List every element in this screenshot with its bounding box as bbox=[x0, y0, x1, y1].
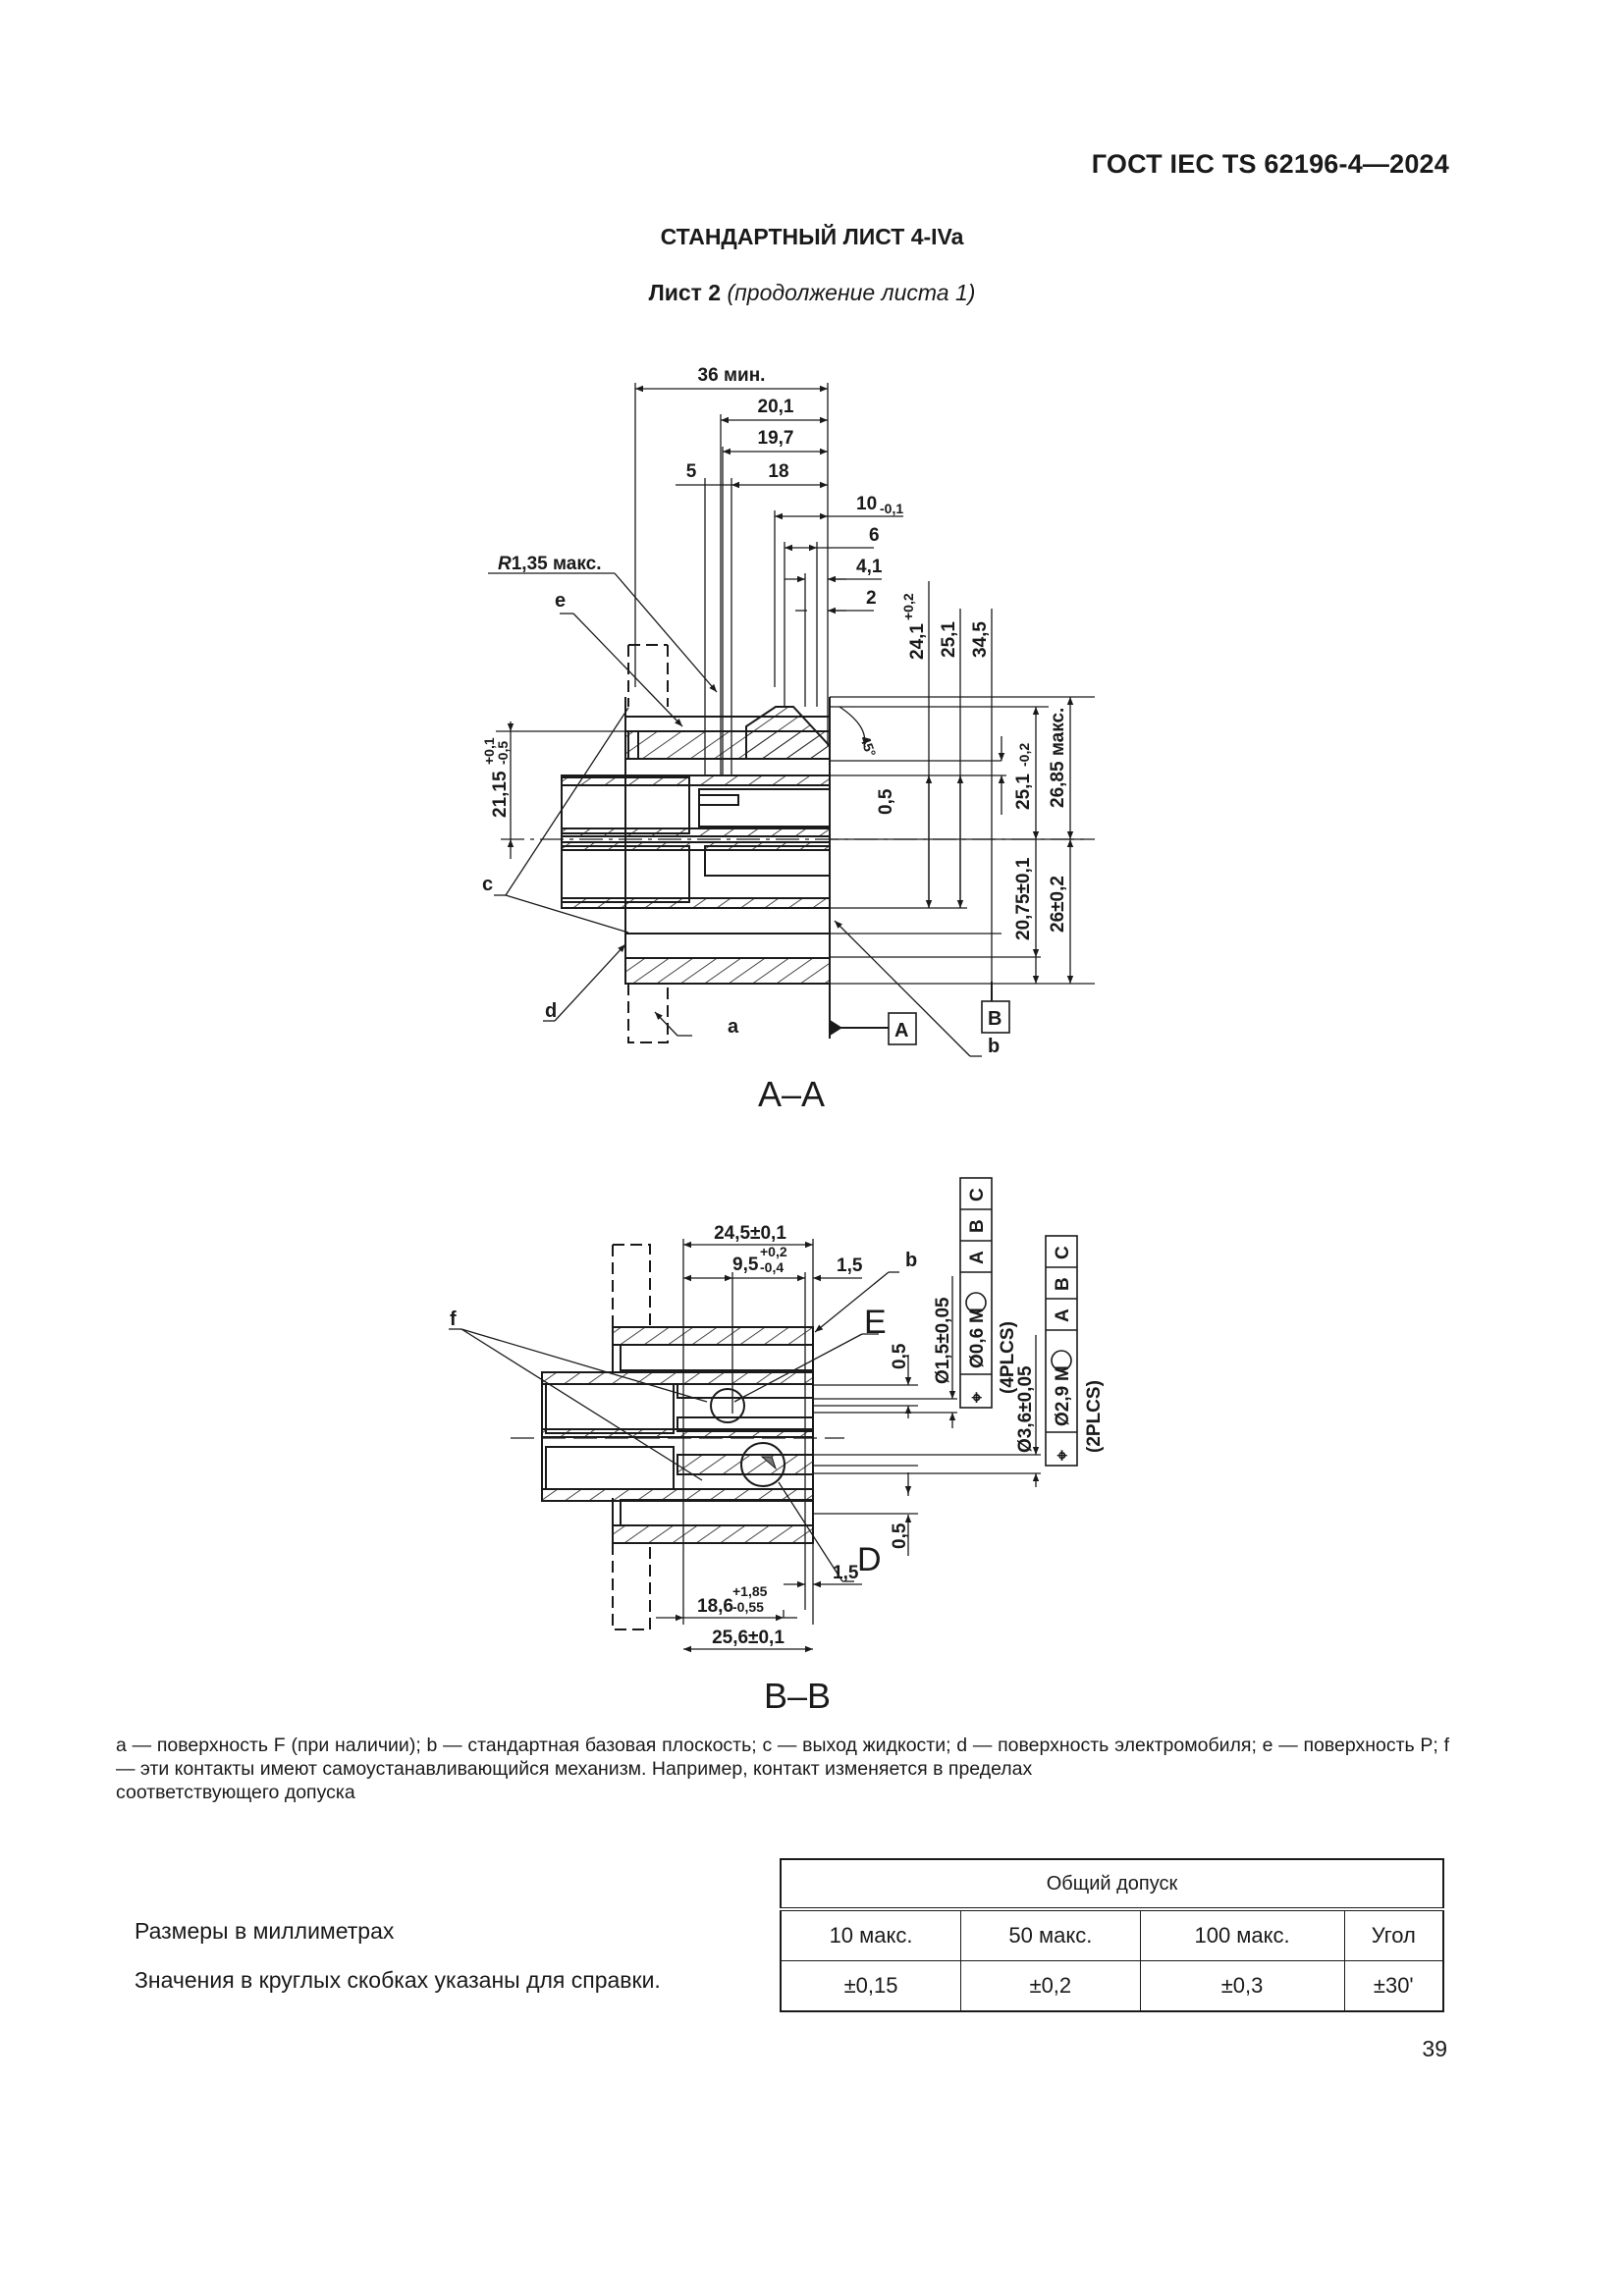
dim-radius-prefix: R bbox=[498, 554, 512, 574]
fcf1-position-icon: ⌖ bbox=[967, 1392, 988, 1404]
dim-24-1: 24,1 bbox=[907, 623, 928, 660]
detail-e: E bbox=[864, 1304, 887, 1341]
callout-f: f bbox=[450, 1308, 457, 1330]
dim-1-5-bot: 1,5 bbox=[833, 1563, 859, 1583]
fcf-position-1: ⌖ Ø0,6M A B C bbox=[965, 1188, 988, 1404]
fcf-position-2: ⌖ Ø2,9M A B C bbox=[1051, 1246, 1073, 1462]
sheet-subtitle-italic: (продолжение листа 1) bbox=[727, 280, 976, 305]
plcs-4: (4PLCS) bbox=[998, 1321, 1018, 1394]
dim-20-1: 20,1 bbox=[758, 397, 794, 417]
dim-5: 5 bbox=[686, 461, 697, 482]
fcf2-datum-a: A bbox=[1053, 1308, 1073, 1322]
tolerance-header: 10 макс. bbox=[780, 1908, 962, 1961]
sheet-subtitle: Лист 2 (продолжение листа 1) bbox=[0, 280, 1624, 306]
dim-dia-3-6: Ø3,6±0,05 bbox=[1015, 1365, 1036, 1453]
dim-radius: R1,35 макс. bbox=[498, 554, 601, 574]
dim-19-7: 19,7 bbox=[758, 428, 794, 449]
dim-25-1: 25,1 bbox=[939, 621, 959, 658]
dim-4-1: 4,1 bbox=[856, 557, 883, 577]
section-aa-drawing bbox=[488, 383, 1095, 1057]
callout-b-bb: b bbox=[905, 1250, 917, 1271]
general-tolerance-table: Общий допуск 10 макс. 50 макс. 100 макс.… bbox=[780, 1858, 1444, 2012]
sheet-subtitle-bold: Лист 2 bbox=[648, 280, 722, 305]
dim-0-5-top: 0,5 bbox=[890, 1343, 910, 1369]
dim-6: 6 bbox=[869, 525, 880, 546]
dim-25-1-b: 25,1 bbox=[1013, 774, 1034, 810]
dim-21-15-lo: -0,5 bbox=[495, 741, 511, 765]
dim-dia-1-5: Ø1,5±0,05 bbox=[933, 1297, 953, 1384]
tolerance-value: ±30' bbox=[1343, 1960, 1444, 2012]
tolerance-header: 100 макс. bbox=[1139, 1908, 1345, 1961]
datum-a: A bbox=[894, 1020, 908, 1041]
dim-18-6: 18,6 bbox=[697, 1596, 733, 1617]
legend-text: a — поверхность F (при наличии); b — ста… bbox=[116, 1734, 1449, 1804]
dim-18-6-lo: -0,55 bbox=[732, 1599, 764, 1615]
tolerance-value: ±0,3 bbox=[1139, 1960, 1345, 2012]
section-bb-labels: 24,5±0,1 9,5 +0,2 -0,4 1,5 b E f 0,5 Ø1,… bbox=[450, 1188, 1105, 1716]
tolerance-value: ±0,15 bbox=[780, 1960, 962, 2012]
dim-9-5: 9,5 bbox=[732, 1255, 759, 1275]
technical-drawing: 36 мин. 20,1 19,7 5 18 10 -0,1 6 4,1 2 R… bbox=[449, 365, 1105, 1716]
document-id: ГОСТ IEC TS 62196-4—2024 bbox=[1091, 149, 1449, 179]
tolerance-table-title: Общий допуск bbox=[780, 1858, 1444, 1911]
dim-21-15: 21,15 bbox=[490, 771, 511, 818]
dim-2: 2 bbox=[866, 588, 877, 609]
dim-10-tol: -0,1 bbox=[880, 501, 903, 516]
dim-radius-value: 1,35 макс. bbox=[512, 554, 602, 574]
dim-20-75: 20,75±0,1 bbox=[1013, 857, 1034, 940]
section-bb-label: B–B bbox=[764, 1676, 831, 1716]
dim-26: 26±0,2 bbox=[1048, 876, 1068, 933]
detail-d: D bbox=[857, 1541, 882, 1578]
dim-24-1-tol: +0,2 bbox=[900, 593, 916, 620]
tolerance-header: Угол bbox=[1343, 1908, 1444, 1961]
tolerance-value: ±0,2 bbox=[960, 1960, 1141, 2012]
dim-angle-45: 45° bbox=[857, 734, 879, 759]
dim-26-85: 26,85 макс. bbox=[1048, 708, 1068, 808]
dim-10: 10 bbox=[856, 494, 877, 514]
fcf1-datum-a: A bbox=[967, 1251, 988, 1264]
note-reference: Значения в круглых скобках указаны для с… bbox=[135, 1967, 661, 1993]
fcf1-datum-b: B bbox=[967, 1219, 988, 1233]
dim-0-5: 0,5 bbox=[876, 788, 896, 815]
table-row: ±0,15 ±0,2 ±0,3 ±30' bbox=[780, 1960, 1444, 2012]
fcf1-datum-c: C bbox=[967, 1188, 988, 1201]
datum-b: B bbox=[988, 1008, 1001, 1030]
dim-24-5: 24,5±0,1 bbox=[714, 1223, 786, 1244]
dim-0-5-bot: 0,5 bbox=[890, 1522, 910, 1549]
fcf2-datum-b: B bbox=[1053, 1277, 1073, 1291]
page-number: 39 bbox=[1422, 2036, 1447, 2061]
dim-25-1-b-tol: -0,2 bbox=[1016, 743, 1032, 767]
fcf1-tolerance: Ø0,6 bbox=[967, 1328, 988, 1368]
dim-21-15-up: +0,1 bbox=[481, 737, 497, 765]
sheet-title: СТАНДАРТНЫЙ ЛИСТ 4-IVa bbox=[660, 224, 964, 249]
legend-line: a — поверхность F (при наличии); b — ста… bbox=[116, 1735, 1449, 1780]
callout-d: d bbox=[545, 1000, 557, 1022]
dim-36: 36 мин. bbox=[698, 365, 766, 386]
dim-9-5-lo: -0,4 bbox=[760, 1259, 784, 1275]
dim-18-6-up: +1,85 bbox=[732, 1583, 768, 1599]
dim-9-5-up: +0,2 bbox=[760, 1244, 787, 1259]
fcf2-datum-c: C bbox=[1053, 1246, 1073, 1259]
callout-c: c bbox=[482, 874, 493, 895]
dim-18: 18 bbox=[768, 461, 788, 482]
table-row: 10 макс. 50 макс. 100 макс. Угол bbox=[780, 1908, 1444, 1961]
dim-25-6: 25,6±0,1 bbox=[712, 1628, 785, 1648]
section-bb-drawing bbox=[449, 1177, 1078, 1653]
legend-last: соответствующего допуска bbox=[116, 1782, 355, 1803]
section-aa-labels: 36 мин. 20,1 19,7 5 18 10 -0,1 6 4,1 2 R… bbox=[481, 365, 1068, 1114]
dim-1-5-top: 1,5 bbox=[837, 1255, 863, 1276]
tolerance-header: 50 макс. bbox=[960, 1908, 1141, 1961]
callout-a: a bbox=[728, 1016, 739, 1038]
dim-34-5: 34,5 bbox=[970, 621, 991, 658]
note-units: Размеры в миллиметрах bbox=[135, 1918, 395, 1944]
fcf2-position-icon: ⌖ bbox=[1053, 1450, 1073, 1462]
callout-b: b bbox=[988, 1036, 1000, 1057]
fcf2-tolerance: Ø2,9 bbox=[1053, 1386, 1073, 1426]
plcs-2: (2PLCS) bbox=[1084, 1380, 1105, 1453]
callout-e: e bbox=[555, 590, 566, 612]
section-aa-label: A–A bbox=[758, 1074, 825, 1114]
